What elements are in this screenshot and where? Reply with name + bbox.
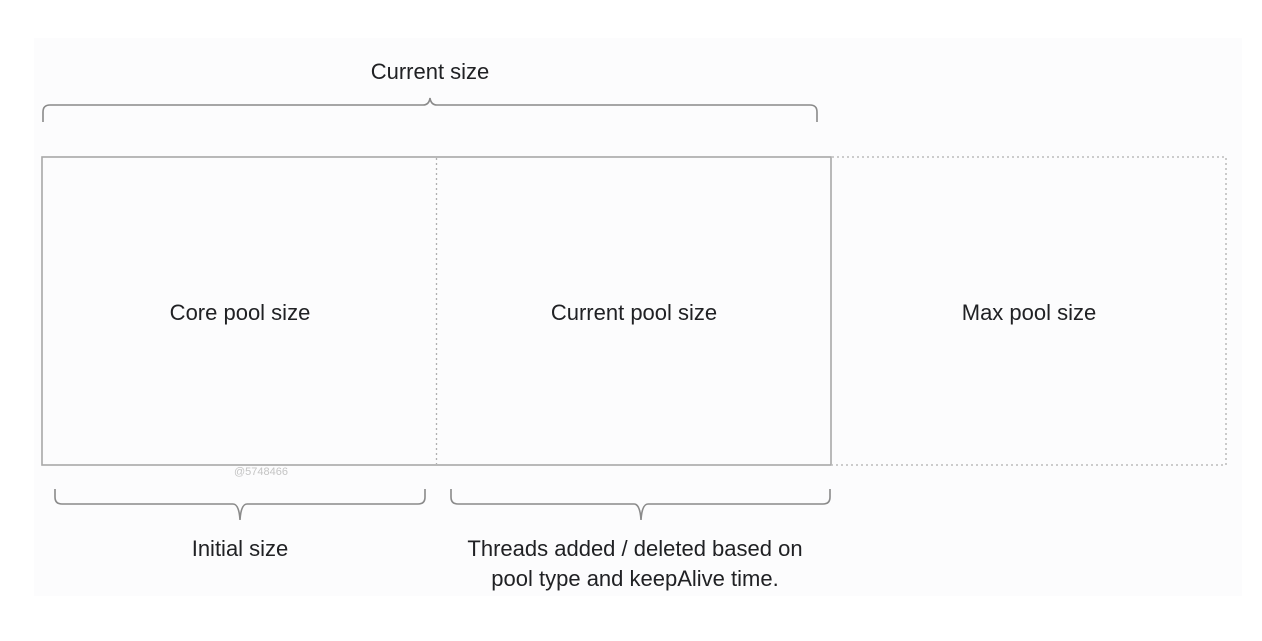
max-pool-box — [832, 156, 1227, 466]
current-size-box — [41, 156, 832, 466]
current-size-brace — [42, 97, 818, 122]
current-pool-size-label: Current pool size — [550, 300, 718, 325]
core-pool-size-label: Core pool size — [169, 300, 311, 325]
watermark-text: @5748466 — [234, 466, 288, 478]
threads-label-line-1: Threads added / deleted based on — [467, 536, 803, 561]
threads-brace — [450, 489, 831, 521]
initial-size-label: Initial size — [191, 536, 289, 561]
max-pool-size-label: Max pool size — [961, 300, 1097, 325]
current-size-label: Current size — [370, 59, 490, 84]
initial-size-brace — [54, 489, 426, 521]
threads-label-line-2: pool type and keepAlive time. — [491, 566, 779, 591]
slide-background — [34, 38, 1242, 596]
